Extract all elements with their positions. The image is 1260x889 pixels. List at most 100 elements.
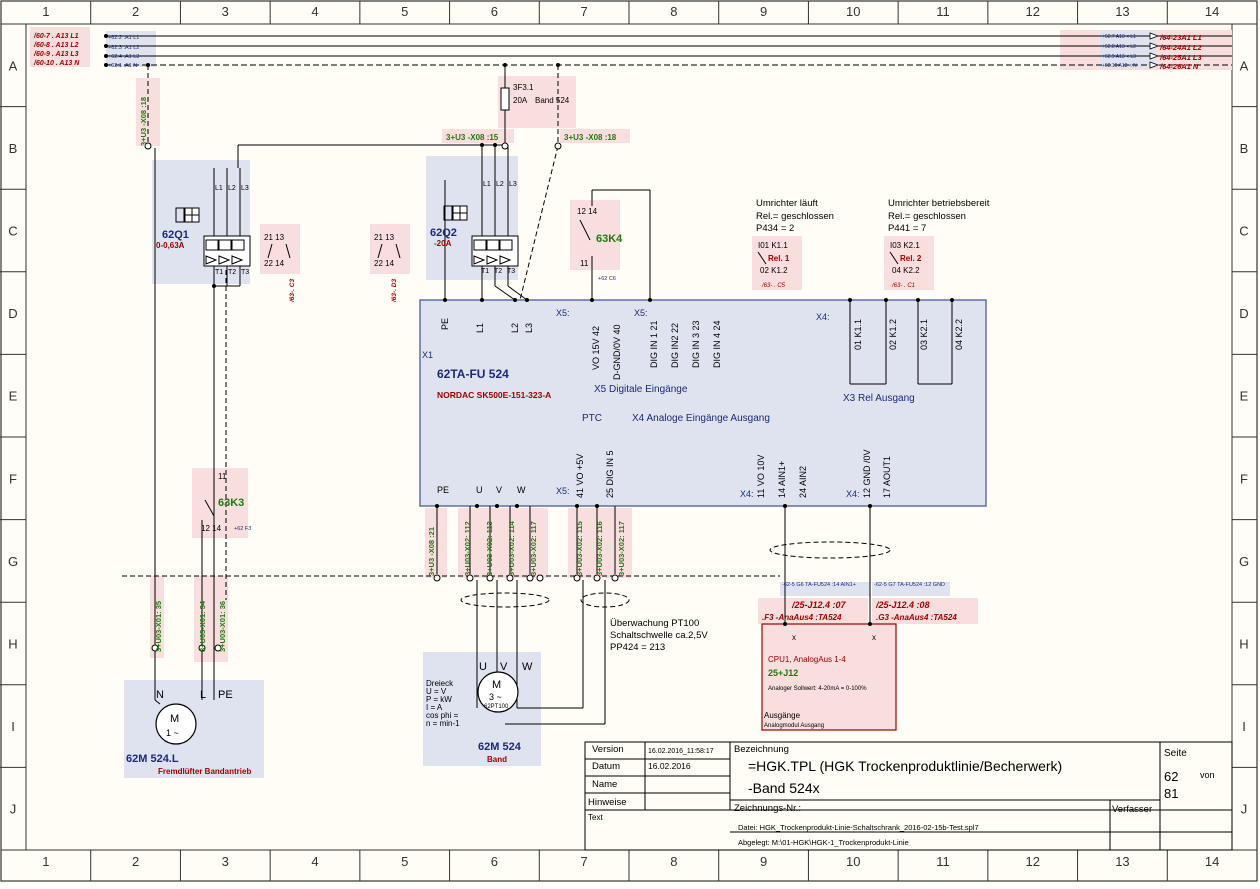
bus-left-ref: /60-7 . A13 L1 [33, 33, 79, 40]
column-label: 13 [1115, 854, 1129, 869]
fu-rel-label: X3 Rel Ausgang [843, 393, 915, 404]
fu-pin: 04 K2.2 [954, 319, 964, 350]
column-label: 12 [1025, 4, 1039, 19]
motor-pin: PE [218, 689, 233, 701]
signal-ref-sub: .F3 -AnaAus4 :TA524 [762, 613, 842, 622]
q1-pole-label: L3 [241, 185, 249, 192]
fu-pin: DIG IN 3 23 [691, 320, 701, 368]
junction-dot [884, 298, 888, 302]
relay-title: Umrichter betriebsbereit [888, 198, 990, 209]
aux-contact-ref: /63-. C3 [289, 278, 296, 303]
tb-datei: Datei: HGK_Trockenprodukt-Linie-Schaltsc… [738, 823, 979, 832]
aux-contact-pins: 21 13 [374, 233, 395, 242]
column-label: 6 [491, 4, 498, 19]
bus-left-ref: /60-9 . A13 L3 [33, 51, 79, 58]
terminal-label: 3+U3 -X08 :18 [564, 133, 617, 142]
terminal-point [486, 574, 494, 582]
junction-dot [475, 504, 479, 508]
column-label: 12 [1025, 854, 1039, 869]
relay-pins-bottom: 04 K2.2 [892, 266, 920, 275]
junction-dot [916, 298, 920, 302]
terminal-point [198, 644, 206, 652]
terminal-label: 3+U3 -X08 :18 [139, 97, 148, 146]
cpu-desc: Analoger Sollwert: 4-20mA = 0-100% [768, 686, 867, 692]
tb-zeichnung-label: Zeichnungs-Nr.: [734, 803, 801, 814]
k3-pin: 11 [218, 472, 227, 481]
column-label: 3 [222, 4, 229, 19]
junction-dot [783, 622, 787, 626]
bus-right-tag: +62.9 A13 < L3 [1102, 54, 1136, 60]
junction-dot [868, 504, 872, 508]
k3-pins: 12 14 [201, 524, 222, 533]
column-label: 13 [1115, 4, 1129, 19]
fu-x4-label: X4: [846, 489, 860, 499]
relay-name: Rel. 2 [900, 254, 922, 263]
tb-bezeichnung-label: Bezeichnung [734, 744, 789, 755]
ptc-note: PP424 = 213 [610, 642, 665, 653]
row-label: H [1239, 637, 1248, 652]
q1-pole-label: T2 [228, 269, 236, 276]
fu-pin: 24 AIN2 [798, 466, 808, 498]
terminal-label: 3+U03-X02: 114 [507, 520, 516, 576]
fu-pin: L2 [510, 323, 520, 333]
k4-name: 63K4 [596, 233, 623, 245]
bus-right-tag: +62.8 A13 < L2 [1102, 44, 1136, 50]
q1-pole-label: L1 [215, 185, 223, 192]
q1-name: 62Q1 [162, 229, 189, 241]
q2-pole-label: T1 [481, 268, 489, 275]
motor-pin: U [479, 661, 487, 673]
row-label: B [9, 141, 18, 156]
fu-pin: W [517, 485, 526, 495]
junction-dot [104, 34, 108, 38]
junction-dot [480, 298, 484, 302]
column-label: 4 [311, 4, 318, 19]
q2-name: 62Q2 [430, 227, 457, 239]
fuse-label: Band 524 [535, 96, 570, 105]
q2-symbol [443, 205, 519, 267]
row-label: E [1240, 389, 1249, 404]
q2-pole-label: T2 [494, 268, 502, 275]
column-label: 11 [936, 4, 950, 19]
fu-pin: DIG IN2 22 [670, 323, 680, 368]
aux-contact-pins: 22 14 [264, 259, 285, 268]
motor-symbols [155, 671, 519, 745]
row-label: C [8, 224, 17, 239]
terminal-label: 3+U03-X01: 36 [218, 601, 227, 652]
signal-ref-main: /25-J12.4 :08 [875, 600, 930, 610]
title-block [584, 741, 1233, 851]
q2-pole-label: L1 [483, 181, 491, 188]
k4-pins: 12 14 [577, 207, 598, 216]
bus-right-ref: /64-26A1 N [1159, 62, 1199, 71]
terminal-label: 3+U3 -X08 :21 [427, 527, 436, 576]
column-label: 11 [936, 854, 950, 869]
fu-pin: 41 VO +5V [575, 454, 585, 498]
q1-range: 0-0,63A [156, 241, 185, 250]
tb-title2: -Band 524x [748, 780, 820, 796]
device-boxes [106, 30, 1156, 778]
cpu-title: CPU1, AnalogAus 1-4 [768, 655, 846, 664]
tb-von-label: von [1200, 770, 1215, 780]
tb-hinweise-label: Hinweise [588, 797, 627, 808]
bus-right-ref: /64-24A1 L2 [1159, 43, 1203, 52]
cpu-pin: x [872, 633, 876, 642]
junction-dot [868, 622, 872, 626]
fu-pin: D-GND/0V 40 [612, 324, 622, 380]
tb-total-value: 81 [1164, 786, 1178, 801]
fu-x5-label: X5: [556, 486, 570, 496]
tb-version-value: 16.02.2016_11:58:17 [648, 748, 714, 755]
bus-left-tag: +62.4 .A1 L3 [108, 54, 139, 60]
q1-symbol [175, 207, 251, 267]
tb-seite-label: Seite [1164, 748, 1187, 759]
bus-right-ref: /64-23A1 L1 [1159, 33, 1202, 42]
q2-pole-label: L2 [496, 181, 504, 188]
fu-pin: PE [437, 485, 449, 495]
q2-range: -20A [434, 239, 452, 248]
tb-abgelegt: Abgelegt: M:\01-HGK\HGK-1_Trockenprodukt… [738, 838, 909, 847]
tb-datum-label: Datum [592, 761, 620, 772]
signal-ref-main: /25-J12.4 :07 [791, 600, 847, 610]
motor-desc: Fremdlüfter Bandantrieb [158, 767, 251, 776]
motor-symbol-phase: 3 ~ [489, 692, 502, 702]
motor-desc: Band [487, 755, 507, 764]
bus-left-tag: +62.2 .A1 L1 [108, 35, 139, 41]
